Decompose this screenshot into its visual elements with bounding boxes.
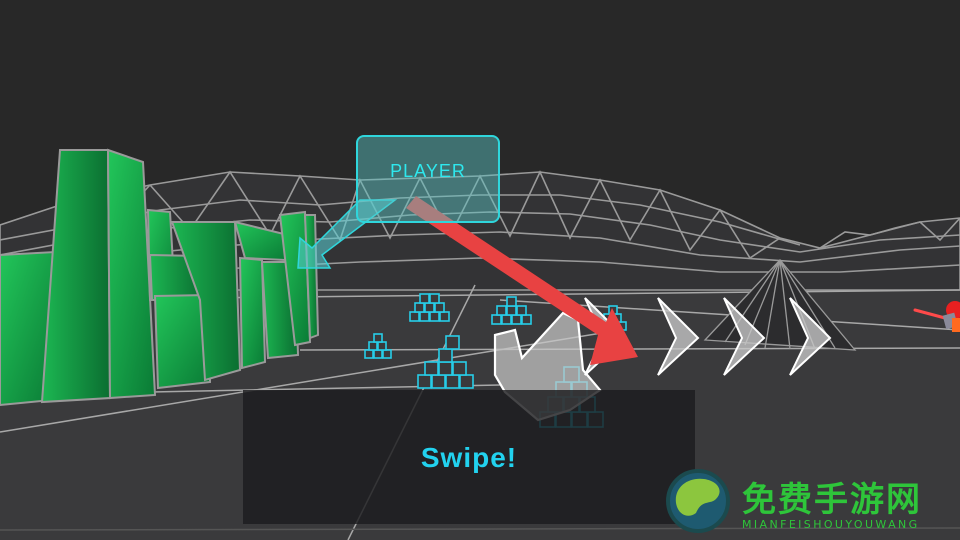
cube — [491, 314, 502, 325]
cube — [434, 302, 445, 313]
cube — [409, 311, 420, 322]
cube — [419, 311, 430, 322]
watermark-logo-icon — [666, 469, 730, 533]
cube — [438, 361, 453, 376]
chevron-right-icon — [657, 297, 700, 376]
cube — [501, 314, 512, 325]
cube — [368, 341, 378, 351]
watermark-chinese-text: 免费手游网 — [742, 480, 922, 520]
cube — [459, 374, 474, 389]
cube — [439, 311, 450, 322]
cube — [496, 305, 507, 316]
cube — [377, 341, 387, 351]
tutorial-panel[interactable]: Swipe! — [243, 390, 695, 524]
cube — [506, 305, 517, 316]
chevron-right-icon — [789, 297, 832, 376]
cube — [506, 296, 517, 307]
cube — [382, 349, 392, 359]
cube — [445, 335, 460, 350]
enemy-character — [913, 301, 960, 332]
cube — [424, 302, 435, 313]
cube — [424, 361, 439, 376]
cube — [429, 293, 440, 304]
swipe-direction-arrow — [406, 196, 638, 365]
watermark: 免费手游网 MIANFEISHOUYOUWANG — [664, 466, 960, 540]
player-pointer-arrow — [297, 199, 398, 269]
cube — [429, 311, 440, 322]
swipe-instruction-text: Swipe! — [420, 442, 518, 473]
cube — [414, 302, 425, 313]
cube — [373, 349, 383, 359]
cube — [417, 374, 432, 389]
cube — [431, 374, 446, 389]
cube — [419, 293, 430, 304]
cube — [516, 305, 527, 316]
cube — [452, 361, 467, 376]
watermark-pinyin-text: MIANFEISHOUYOUWANG — [742, 518, 920, 531]
cube — [511, 314, 522, 325]
player-indicator-label: PLAYER — [356, 135, 500, 223]
cube — [438, 348, 453, 363]
chevron-right-icon — [723, 297, 766, 376]
player-label-text: PLAYER — [390, 161, 466, 181]
cube — [373, 333, 383, 343]
cube — [445, 374, 460, 389]
cube — [364, 349, 374, 359]
cube — [521, 314, 532, 325]
